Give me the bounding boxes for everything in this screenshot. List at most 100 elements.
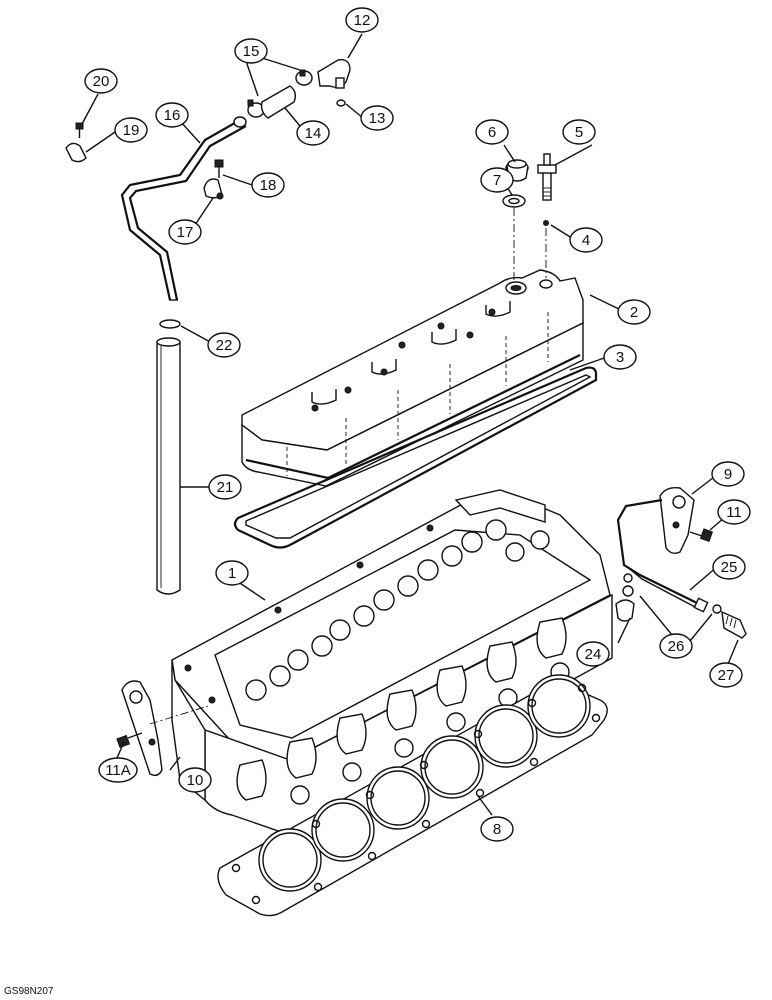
callout-number: 21: [217, 479, 234, 496]
callout-number: 9: [724, 466, 732, 483]
callout-number: 8: [493, 821, 501, 838]
callout-circle: [155, 102, 189, 128]
head-gasket-part: [217, 674, 608, 917]
callout-circle: [168, 219, 202, 245]
callout-number: 2: [630, 304, 638, 321]
callout-circle: [207, 332, 241, 358]
callout-3: 3: [603, 344, 637, 370]
callout-7: 7: [480, 167, 514, 193]
valve-springs: [245, 519, 550, 701]
callout-2: 2: [617, 299, 651, 325]
callout-number: 27: [718, 667, 735, 684]
callout-22: 22: [207, 332, 241, 358]
callout-circle: [475, 119, 509, 145]
callout-number: 14: [305, 125, 322, 142]
callout-18: 18: [251, 172, 285, 198]
breather-tube-part: [156, 337, 181, 595]
callout-number: 11A: [105, 762, 131, 779]
lifting-bracket-rear-part: [659, 486, 695, 555]
oil-supply-tube-part: [616, 498, 709, 613]
callout-circle: [562, 119, 596, 145]
callout-labels: 123456789101111A121314151617181920212224…: [84, 7, 751, 842]
callout-1: 1: [215, 560, 249, 586]
callout-14: 14: [296, 120, 330, 146]
bolt-part: [214, 159, 224, 178]
bolt-11a-part: [116, 732, 143, 749]
callout-9: 9: [711, 461, 745, 487]
callout-circle: [114, 117, 148, 143]
callout-circle: [215, 560, 249, 586]
callout-number: 5: [575, 124, 583, 141]
callout-number: 3: [616, 349, 624, 366]
callout-circle: [659, 633, 693, 659]
tube-clip-part-2: [203, 178, 224, 200]
callout-circle: [84, 68, 118, 94]
callout-circle: [717, 499, 751, 525]
callout-number: 24: [585, 646, 602, 663]
callout-12: 12: [345, 7, 379, 33]
callout-circle: [712, 554, 746, 580]
bolt-11-part: [689, 528, 714, 543]
callout-15: 15: [234, 38, 268, 64]
callout-6: 6: [475, 119, 509, 145]
connector-hose-part: [260, 85, 297, 119]
callout-24: 24: [576, 641, 610, 667]
callout-11: 11: [717, 499, 751, 525]
callout-circle: [345, 7, 379, 33]
callout-circle: [296, 120, 330, 146]
sealing-washer-part: [502, 194, 526, 208]
callout-circle: [208, 474, 242, 500]
callout-number: 13: [369, 110, 386, 127]
callout-number: 1: [228, 565, 236, 582]
callout-25: 25: [712, 554, 746, 580]
valve-cover-part: [241, 269, 584, 487]
callout-16: 16: [155, 102, 189, 128]
valve-cover-gasket-part: [233, 366, 598, 549]
hose-clamp-part-2: [295, 69, 313, 86]
callout-circle: [480, 816, 514, 842]
callout-circle: [603, 344, 637, 370]
breather-hose-part: [120, 116, 247, 301]
callout-21: 21: [208, 474, 242, 500]
sealing-washers-26-part: [623, 573, 722, 614]
tube-clip-part: [65, 142, 87, 163]
callout-number: 15: [243, 43, 260, 60]
callout-circle: [617, 299, 651, 325]
cylinder-head-part: [171, 489, 613, 836]
callout-circle: [178, 767, 212, 793]
callout-number: 11: [726, 504, 742, 521]
adapter-fitting-27-part: [721, 610, 747, 639]
o-ring-small-part: [543, 220, 549, 226]
lifting-bracket-front-part: [121, 680, 163, 777]
screw-part: [75, 122, 84, 138]
elbow-fitting-part: [317, 59, 351, 89]
exhaust-port-bosses: [236, 617, 567, 801]
callout-number: 20: [93, 73, 110, 90]
callout-number: 26: [668, 638, 685, 655]
mounting-stud-part: [537, 153, 557, 201]
callout-circle: [711, 461, 745, 487]
callout-20: 20: [84, 68, 118, 94]
callout-number: 17: [177, 224, 194, 241]
callout-number: 18: [260, 177, 277, 194]
figure-code: GS98N207: [4, 986, 54, 997]
callout-circle: [569, 227, 603, 253]
callout-5: 5: [562, 119, 596, 145]
callout-number: 7: [493, 172, 501, 189]
callout-8: 8: [480, 816, 514, 842]
callout-number: 10: [187, 772, 204, 789]
callout-circle: [234, 38, 268, 64]
gasket-bolt-holes: [231, 683, 601, 905]
callout-17: 17: [168, 219, 202, 245]
seal-ring-part: [336, 99, 346, 107]
elbow-fitting-24-part: [615, 585, 635, 622]
callout-circle: [98, 757, 138, 783]
callout-circle: [480, 167, 514, 193]
callout-number: 19: [123, 122, 140, 139]
callout-13: 13: [360, 105, 394, 131]
callout-number: 4: [582, 232, 590, 249]
callout-11a: 11A: [98, 757, 138, 783]
o-ring-part: [159, 319, 181, 329]
